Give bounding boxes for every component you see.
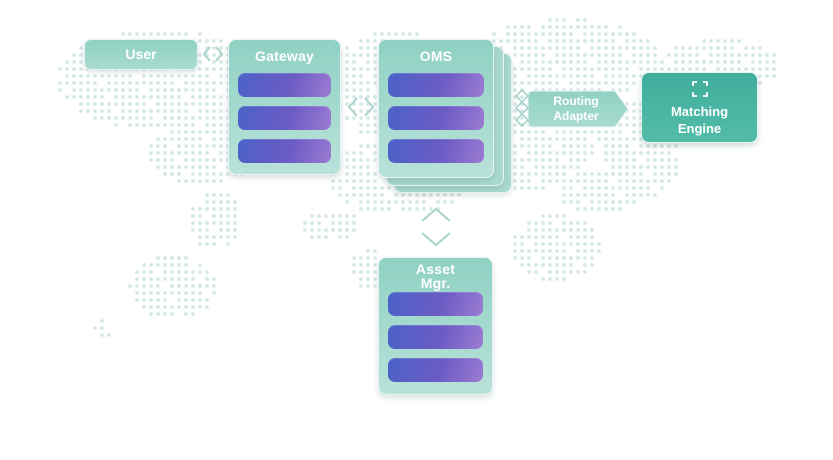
oms-bar-3	[388, 139, 484, 163]
oms-routing-connector-icon	[514, 88, 530, 128]
gateway-bar-2	[238, 106, 331, 130]
routing-adapter-label-line2: Adapter	[553, 109, 599, 123]
matching-engine-label-line2: Engine	[677, 121, 722, 136]
routing-adapter-shape	[527, 90, 629, 128]
gateway-bar-1	[238, 73, 331, 97]
oms-title: OMS	[419, 48, 453, 64]
user-gateway-connector-icon	[202, 46, 224, 62]
user-node[interactable]: User	[84, 39, 198, 70]
asset-mgr-bar-3	[388, 358, 483, 382]
user-label: User	[125, 46, 157, 62]
gateway-node[interactable]: Gateway	[228, 39, 341, 175]
asset-mgr-bar-2	[388, 325, 483, 349]
asset-mgr-title-line2: Mgr.	[420, 275, 451, 291]
asset-mgr-node[interactable]: Asset Mgr.	[378, 257, 493, 395]
oms-bar-2	[388, 106, 484, 130]
expand-corners-icon	[692, 81, 708, 97]
asset-mgr-bar-1	[388, 292, 483, 316]
routing-adapter-label-line1: Routing	[553, 94, 599, 108]
gateway-title: Gateway	[255, 48, 314, 64]
matching-engine-node[interactable]: Matching Engine	[641, 72, 758, 143]
gateway-bar-3	[238, 139, 331, 163]
routing-adapter-node[interactable]: Routing Adapter	[530, 92, 622, 126]
oms-node[interactable]: OMS	[378, 39, 494, 178]
matching-engine-label-line1: Matching	[670, 104, 729, 119]
asset-mgr-title-line1: Asset	[415, 261, 456, 277]
gateway-oms-connector-icon	[347, 97, 375, 117]
oms-asset-connector-icon	[421, 207, 451, 247]
oms-bar-1	[388, 73, 484, 97]
